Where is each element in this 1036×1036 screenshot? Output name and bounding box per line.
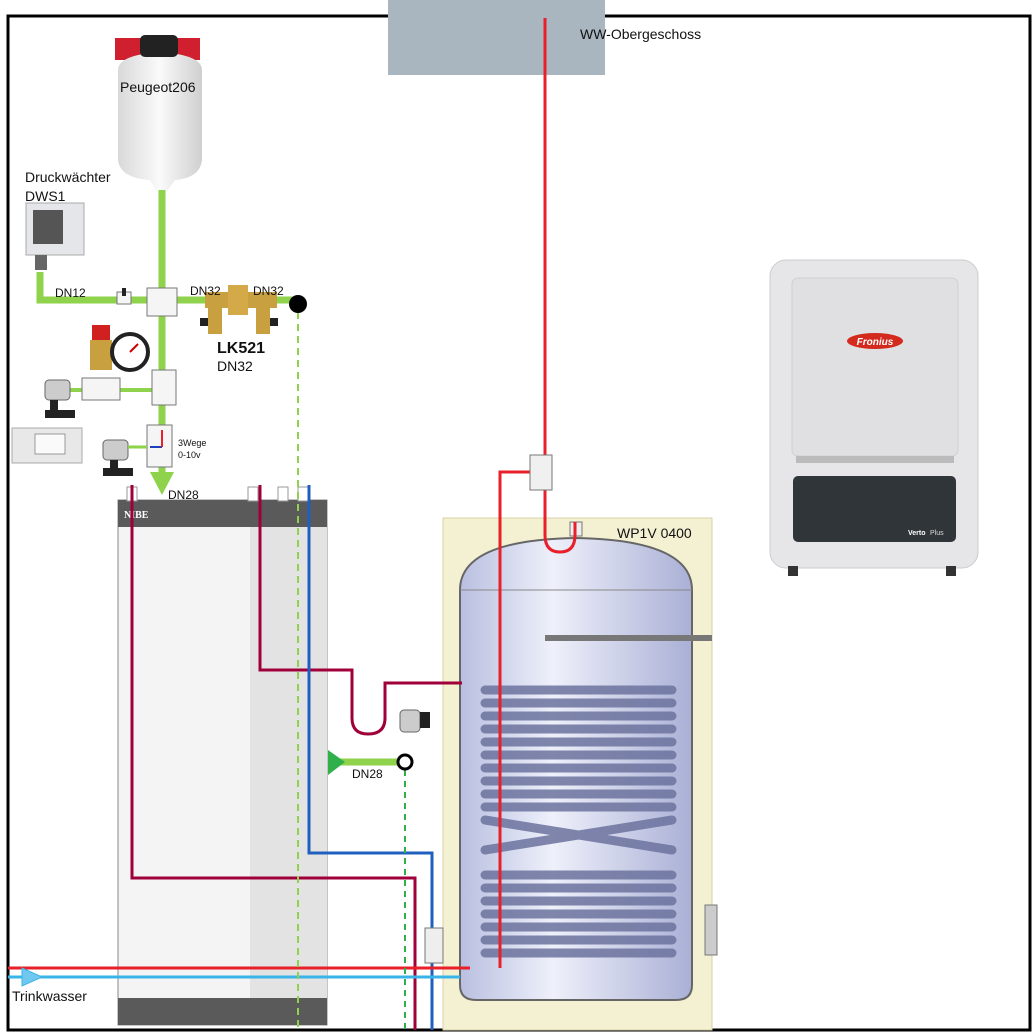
pipe-end-cap bbox=[396, 753, 414, 771]
branch-arrow-icon bbox=[328, 750, 345, 775]
dn32-left-label: DN32 bbox=[190, 284, 221, 298]
three-way-sublabel: 0-10v bbox=[178, 450, 201, 460]
tank-inlet-valve bbox=[424, 927, 444, 964]
fronius-inverter bbox=[769, 259, 979, 576]
heating-pipes bbox=[130, 485, 462, 1030]
trinkwasser-label: Trinkwasser bbox=[12, 988, 87, 1004]
lk521-valve-group bbox=[200, 285, 278, 334]
dn12-label: DN12 bbox=[55, 286, 86, 300]
flow-arrow-icon bbox=[21, 967, 44, 987]
hot-water-tank bbox=[442, 517, 718, 1031]
lk-size-label: DN32 bbox=[217, 358, 253, 374]
hot-water-tee bbox=[529, 454, 553, 491]
ww-upper-label: WW-Obergeschoss bbox=[580, 26, 701, 42]
controller-box bbox=[11, 427, 83, 464]
safety-valve-manometer bbox=[90, 325, 150, 372]
fronius-logo: Fronius bbox=[857, 337, 894, 348]
inverter-model-b: Plus bbox=[930, 530, 944, 537]
pressure-switch-sublabel: DWS1 bbox=[25, 188, 66, 204]
actuator bbox=[102, 439, 133, 476]
tank-label: WP1V 0400 bbox=[617, 525, 692, 541]
actuator bbox=[44, 379, 75, 418]
pressure-switch-label: Druckwächter bbox=[25, 169, 111, 185]
dn28-top-label: DN28 bbox=[168, 488, 199, 502]
nibe-logo: NIBE bbox=[124, 510, 149, 521]
three-way-label: 3Wege bbox=[178, 438, 206, 448]
pressure-switch bbox=[25, 202, 85, 270]
shutoff-valve bbox=[399, 709, 430, 733]
upper-floor-box bbox=[388, 0, 605, 75]
dn32-right-label: DN32 bbox=[253, 284, 284, 298]
flow-arrow-icon bbox=[150, 472, 174, 495]
nibe-heat-pump bbox=[117, 486, 328, 1026]
dn28-branch-label: DN28 bbox=[352, 767, 383, 781]
lk-model-label: LK521 bbox=[217, 340, 265, 357]
hot-water-pipes bbox=[8, 18, 577, 970]
pipe-end-cap bbox=[289, 295, 307, 313]
expansion-vessel bbox=[115, 35, 202, 190]
inverter-model-a: Verto bbox=[908, 530, 926, 537]
heat-exchanger-coil bbox=[480, 685, 677, 958]
fittings bbox=[81, 287, 178, 468]
vessel-label: Peugeot206 bbox=[120, 79, 196, 95]
